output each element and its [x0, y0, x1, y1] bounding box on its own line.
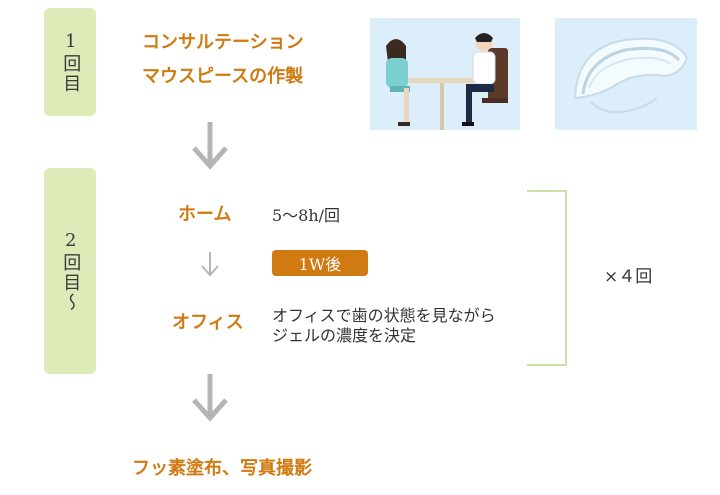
interval-badge-label: 1W後	[298, 255, 342, 274]
final-step-label: フッ素塗布、写真撮影	[132, 458, 312, 479]
step1-line2: マウスピースの作製	[142, 66, 304, 87]
home-label: ホーム	[178, 204, 232, 225]
down-arrow-icon-2	[190, 372, 230, 422]
step2-tab-label: 2回目〜	[60, 229, 82, 313]
down-arrow-small-icon	[198, 250, 222, 278]
repeat-bracket	[527, 190, 567, 366]
office-desc-line1: オフィスで歯の状態を見ながら	[272, 306, 496, 325]
consultation-illustration	[370, 18, 520, 130]
step2-tab: 2回目〜	[44, 168, 96, 374]
step1-tab: 1回目	[44, 8, 96, 116]
down-arrow-icon	[190, 120, 230, 170]
office-desc-line2: ジェルの濃度を決定	[272, 326, 417, 345]
office-label: オフィス	[172, 312, 244, 333]
repeat-label: ×４回	[604, 267, 653, 287]
mouthpiece-tray-image	[555, 18, 697, 130]
step1-line1: コンサルテーション	[142, 32, 304, 53]
interval-badge: 1W後	[272, 250, 368, 276]
step1-tab-label: 1回目	[60, 30, 82, 94]
home-time: 5〜8h/回	[272, 206, 341, 225]
